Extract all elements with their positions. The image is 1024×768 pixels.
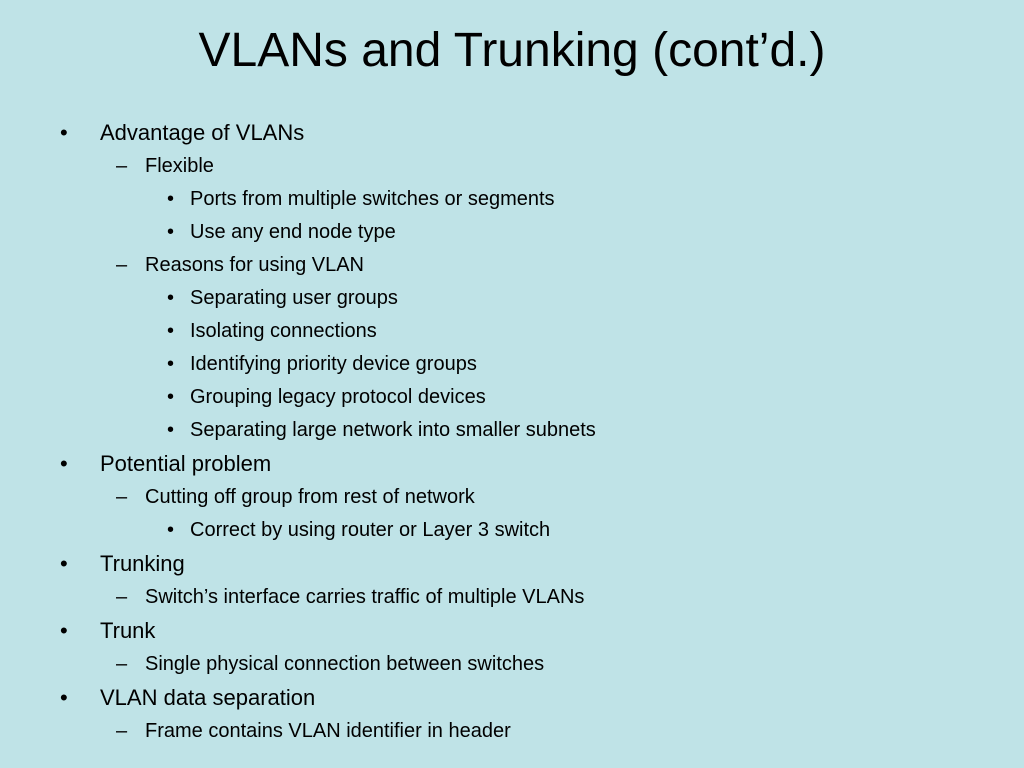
list-item: • Isolating connections xyxy=(0,317,1024,350)
bullet-text: Identifying priority device groups xyxy=(190,353,477,375)
bullet-marker: • xyxy=(60,120,68,145)
list-item: • Use any end node type xyxy=(0,218,1024,251)
dash-marker: – xyxy=(116,720,128,742)
bullet-text: Flexible xyxy=(145,155,214,177)
bullet-text: Separating user groups xyxy=(190,287,398,309)
list-item: • Grouping legacy protocol devices xyxy=(0,383,1024,416)
list-item: – Cutting off group from rest of network xyxy=(0,483,1024,516)
dash-marker: – xyxy=(116,254,128,276)
list-item: • Correct by using router or Layer 3 swi… xyxy=(0,516,1024,549)
bullet-text: Grouping legacy protocol devices xyxy=(190,386,486,408)
bullet-text: VLAN data separation xyxy=(100,685,316,710)
bullet-marker: • xyxy=(60,451,68,476)
list-item: – Switch’s interface carries traffic of … xyxy=(0,583,1024,616)
bullet-text: Single physical connection between switc… xyxy=(145,653,545,675)
bullet-text: Ports from multiple switches or segments xyxy=(190,188,555,210)
bullet-text: Potential problem xyxy=(100,451,272,476)
bullet-marker: • xyxy=(60,685,68,710)
bullet-marker: • xyxy=(167,287,175,309)
bullet-text: Cutting off group from rest of network xyxy=(145,486,475,508)
list-item: – Reasons for using VLAN xyxy=(0,251,1024,284)
list-item: – Single physical connection between swi… xyxy=(0,650,1024,683)
bullet-text: Switch’s interface carries traffic of mu… xyxy=(145,586,585,608)
bullet-marker: • xyxy=(60,551,68,576)
bullet-text: Trunk xyxy=(100,618,156,643)
list-item: • Trunking xyxy=(0,549,1024,583)
bullet-text: Advantage of VLANs xyxy=(100,120,305,145)
slide-title: VLANs and Trunking (cont’d.) xyxy=(198,24,826,77)
bullet-marker: • xyxy=(167,519,175,541)
bullet-text: Reasons for using VLAN xyxy=(145,254,365,276)
bullet-text: Separating large network into smaller su… xyxy=(190,419,596,441)
bullet-text: Trunking xyxy=(100,551,185,576)
dash-marker: – xyxy=(116,486,128,508)
list-item: • Trunk xyxy=(0,616,1024,650)
list-item: • Separating user groups xyxy=(0,284,1024,317)
bullet-text: Frame contains VLAN identifier in header xyxy=(145,720,511,742)
bullet-marker: • xyxy=(167,386,175,408)
list-item: – Flexible xyxy=(0,152,1024,185)
bullet-text: Use any end node type xyxy=(190,221,396,243)
bullet-marker: • xyxy=(60,618,68,643)
dash-marker: – xyxy=(116,586,128,608)
bullet-marker: • xyxy=(167,320,175,342)
list-item: • Identifying priority device groups xyxy=(0,350,1024,383)
dash-marker: – xyxy=(116,653,128,675)
bullet-text: Isolating connections xyxy=(190,320,377,342)
bullet-marker: • xyxy=(167,221,175,243)
list-item: • Separating large network into smaller … xyxy=(0,416,1024,449)
bullet-list: • Advantage of VLANs – Flexible • Ports … xyxy=(0,118,1024,750)
dash-marker: – xyxy=(116,155,128,177)
bullet-text: Correct by using router or Layer 3 switc… xyxy=(190,519,551,541)
bullet-marker: • xyxy=(167,419,175,441)
bullet-marker: • xyxy=(167,353,175,375)
list-item: – Frame contains VLAN identifier in head… xyxy=(0,717,1024,750)
list-item: • Ports from multiple switches or segmen… xyxy=(0,185,1024,218)
list-item: • VLAN data separation xyxy=(0,683,1024,717)
list-item: • Advantage of VLANs xyxy=(0,118,1024,152)
list-item: • Potential problem xyxy=(0,449,1024,483)
bullet-marker: • xyxy=(167,188,175,210)
